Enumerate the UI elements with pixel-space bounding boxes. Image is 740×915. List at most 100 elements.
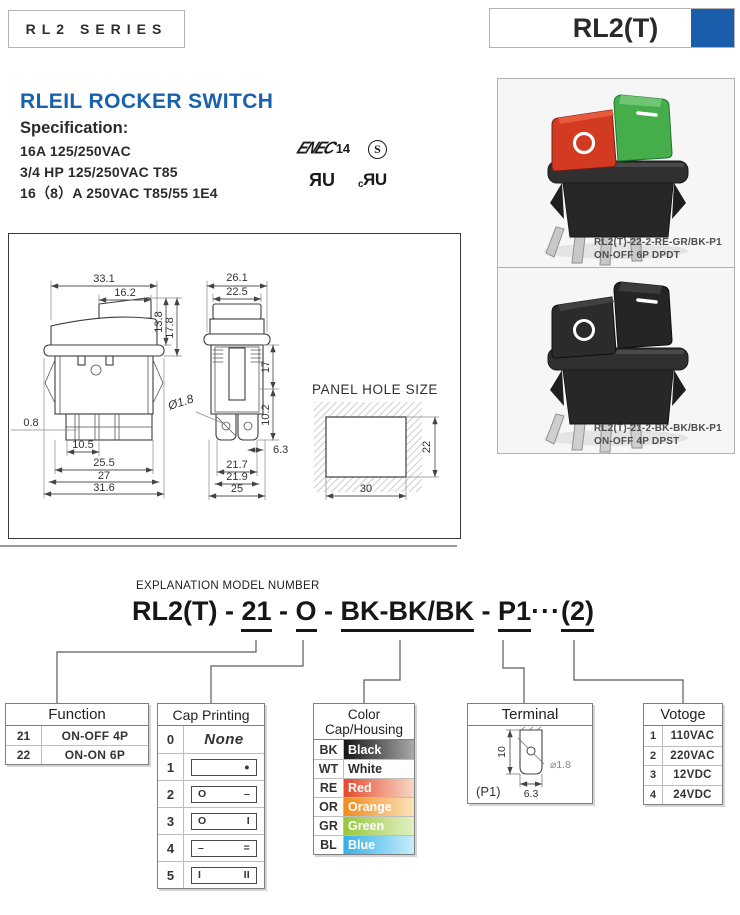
color-swatch: Blue	[344, 836, 414, 854]
dim-label: 30	[360, 483, 372, 495]
product-photo-1: RL2(T)-22-2-RE-GR/BK-P1 ON-OFF 6P DPDT	[497, 78, 735, 268]
spec-line: 3/4 HP 125/250VAC T85	[20, 164, 178, 180]
terminal-table-header: Terminal	[468, 704, 592, 726]
model-segment-printing: O	[295, 596, 317, 632]
table-row: GR Green	[314, 816, 414, 835]
panel-hole-drawing: PANEL HOLE SIZE 22 30	[312, 382, 439, 500]
table-row: WT White	[314, 759, 414, 778]
dim-label: 16.2	[114, 287, 135, 299]
dim-label: 6.3	[273, 444, 288, 456]
color-swatch: Green	[344, 817, 414, 835]
certification-marks: ENEC14 S RU cRU	[293, 138, 408, 198]
spec-title: Specification:	[20, 119, 129, 137]
dim-label: 22	[421, 441, 433, 453]
table-row: 21 ON-OFF 4P	[6, 726, 148, 745]
dim-label: 10.2	[260, 404, 272, 425]
blue-accent-square	[691, 9, 734, 47]
dim-label: 17	[260, 361, 272, 373]
section-divider	[0, 545, 457, 547]
dim-label: Ø1.8	[165, 391, 195, 413]
dim-label: 0.8	[23, 417, 38, 429]
model-segment-terminal: P1	[498, 596, 532, 632]
model-label: RL2(T)	[572, 12, 659, 43]
model-segment-color: BK-BK/BK	[340, 596, 475, 632]
dim-label: 17.8	[164, 317, 176, 338]
switch-illustration-2	[498, 268, 734, 453]
dim-label: 25.5	[93, 457, 114, 469]
series-label-box: RL2 SERIES	[8, 10, 185, 48]
color-swatch: Red	[344, 779, 414, 797]
table-row: BK Black	[314, 740, 414, 759]
table-row: BL Blue	[314, 835, 414, 854]
panel-hole-title: PANEL HOLE SIZE	[312, 382, 438, 397]
dim-label: 27	[98, 470, 110, 482]
page-title: RLEIL ROCKER SWITCH	[20, 90, 274, 113]
table-row: 1 ●	[158, 753, 264, 780]
table-row: 4 24VDC	[644, 784, 722, 804]
explanation-label: EXPLANATION MODEL NUMBER	[136, 580, 320, 592]
color-swatch: Black	[344, 740, 414, 759]
model-segment-function: 21	[241, 596, 272, 632]
spec-line: 16（8）A 250VAC T85/55 1E4	[20, 185, 218, 201]
terminal-p1-label: (P1)	[476, 784, 501, 799]
function-table: Function 21 ON-OFF 4P 22 ON-ON 6P	[5, 703, 149, 765]
product-photos: RL2(T)-22-2-RE-GR/BK-P1 ON-OFF 6P DPDT	[497, 78, 735, 454]
color-swatch: Orange	[344, 798, 414, 816]
function-table-header: Function	[6, 704, 148, 726]
dim-label: 10.5	[72, 439, 93, 451]
cap-symbol-box: ●	[191, 758, 257, 776]
dim-label: 25	[231, 483, 243, 495]
table-row: 22 ON-ON 6P	[6, 745, 148, 764]
model-segment-voltage: (2)	[561, 596, 595, 632]
cap-symbol-o	[572, 131, 596, 155]
dimension-drawing: 33.1 16.2 13.8 17.8 0.8 10.5 25.5 27 31.…	[10, 272, 439, 501]
spec-lines: 16A 125/250VAC 3/4 HP 125/250VAC T85 16（…	[20, 141, 218, 204]
table-row: 1 110VAC	[644, 726, 722, 746]
cap-symbol-box: –=	[191, 839, 257, 857]
cap-printing-table-header: Cap Printing	[158, 704, 264, 726]
right-view: 26.1 22.5 17 10.2 6.3 Ø1.8 21.7 21.9 25	[165, 272, 288, 501]
enec14-icon: ENEC14	[293, 138, 351, 159]
dim-label: 21.9	[226, 471, 247, 483]
series-label: RL2 SERIES	[25, 21, 168, 37]
dim-label: 22.5	[226, 286, 247, 298]
product-photo-2: RL2(T)-21-2-BK-BK/BK-P1 ON-OFF 4P DPST	[497, 267, 735, 454]
photo-caption-1: RL2(T)-22-2-RE-GR/BK-P1 ON-OFF 6P DPDT	[594, 237, 722, 261]
dim-label: 26.1	[226, 272, 247, 284]
table-row: 3 12VDC	[644, 765, 722, 785]
ul-mark-icon: RU	[310, 170, 335, 190]
dim-label: 21.7	[226, 459, 247, 471]
s-mark-icon: S	[368, 140, 387, 159]
switch-illustration-1	[498, 79, 734, 267]
cap-symbol-dash	[636, 111, 658, 117]
table-row: 2 O–	[158, 780, 264, 807]
connector-lines	[56, 640, 684, 704]
dim-label: 13.8	[153, 311, 165, 332]
model-number: RL2(T) - 21 - O - BK-BK/BK - P1···(2)	[132, 596, 595, 632]
table-row: RE Red	[314, 778, 414, 797]
table-row: 4 –=	[158, 834, 264, 861]
dim-label: 6.3	[524, 788, 539, 800]
table-row: 2 220VAC	[644, 745, 722, 765]
photo-caption-2: RL2(T)-21-2-BK-BK/BK-P1 ON-OFF 4P DPST	[594, 423, 722, 447]
model-label-box: RL2(T)	[489, 8, 735, 48]
cap-symbol-o	[573, 319, 595, 341]
table-row: 0 None	[158, 726, 264, 753]
dim-label: 31.6	[93, 482, 114, 494]
dim-label: ⌀1.8	[550, 759, 571, 771]
voltage-table-header: Votoge	[644, 704, 722, 726]
voltage-table: Votoge 1 110VAC 2 220VAC 3 12VDC 4 24VDC	[643, 703, 723, 805]
dimension-drawing-box: 33.1 16.2 13.8 17.8 0.8 10.5 25.5 27 31.…	[8, 233, 461, 539]
cap-symbol-box: O–	[191, 785, 257, 803]
cul-mark-icon: cRU	[358, 170, 387, 190]
dim-label: 10	[496, 746, 508, 758]
color-table-header: Color Cap/Housing	[314, 704, 414, 740]
color-swatch: White	[344, 760, 414, 778]
table-row: OR Orange	[314, 797, 414, 816]
color-table: Color Cap/Housing BK Black WT White RE R…	[313, 703, 415, 855]
